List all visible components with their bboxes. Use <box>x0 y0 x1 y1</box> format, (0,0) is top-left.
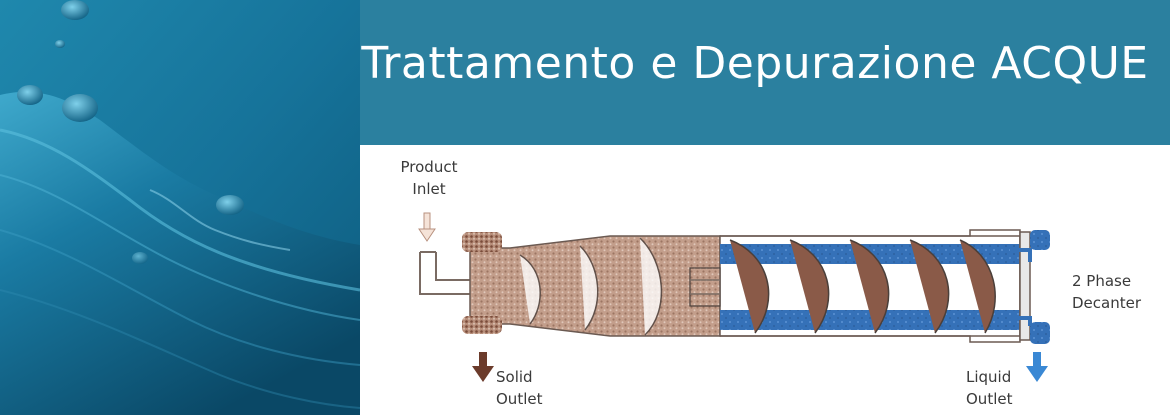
product-inlet-label: Product Inlet <box>396 156 462 200</box>
solid-outlet-arrow <box>472 352 494 382</box>
product-inlet-label-line: Product <box>400 158 458 176</box>
liquid-outlet-label-line: Outlet <box>966 390 1013 408</box>
decanter-type-label-line: 2 Phase <box>1072 272 1132 290</box>
water-drop <box>61 0 89 20</box>
screw-conveyor <box>519 237 996 336</box>
liquid-outlet-arrow <box>1026 352 1048 382</box>
liquid-discharge <box>1010 230 1050 344</box>
decanter-type-label: 2 Phase Decanter <box>1072 270 1141 314</box>
water-splash-graphic <box>0 0 360 415</box>
water-drop <box>132 252 148 264</box>
header-band <box>360 0 1170 145</box>
page-title: Trattamento e Depurazione ACQUE <box>361 38 1149 89</box>
liquid-outlet-label: Liquid Outlet <box>966 366 1012 410</box>
feed-chamber <box>689 267 721 307</box>
product-inlet-arrow <box>418 212 436 242</box>
solids-discharge <box>462 232 502 334</box>
liquid-outlet-label-line: Liquid <box>966 368 1012 386</box>
decanter-type-label-line: Decanter <box>1072 294 1142 312</box>
water-drop <box>55 40 65 48</box>
solid-outlet-label-line: Outlet <box>496 390 543 408</box>
water-drop <box>17 85 43 105</box>
solid-outlet-label-line: Solid <box>496 368 533 386</box>
product-inlet-label-line: Inlet <box>412 180 446 198</box>
solid-outlet-label: Solid Outlet <box>496 366 542 410</box>
water-splash-image <box>0 0 360 415</box>
water-drop <box>216 195 244 215</box>
water-drop <box>62 94 98 122</box>
